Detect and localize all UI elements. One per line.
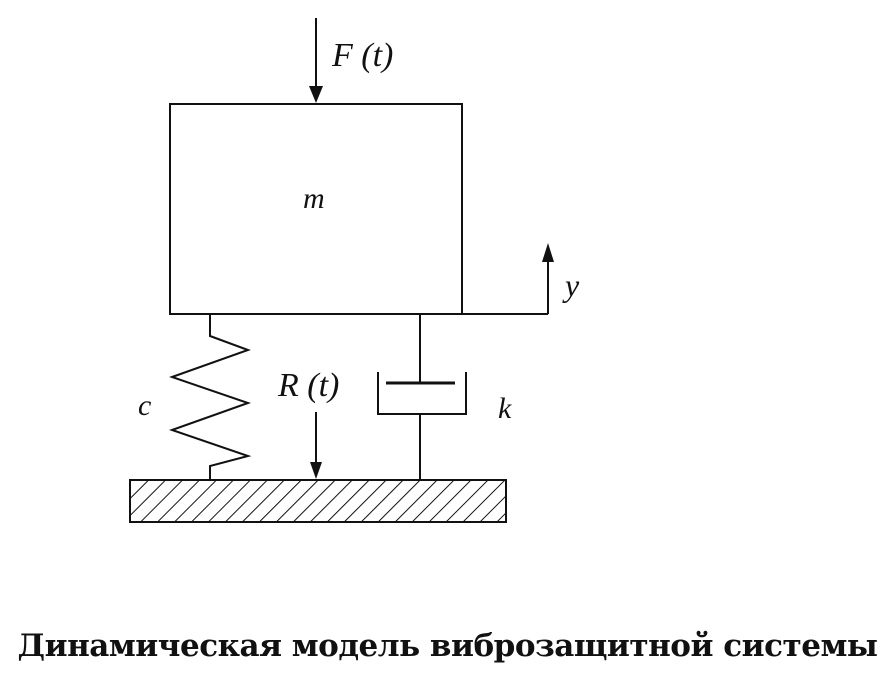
reaction-arrow bbox=[310, 412, 322, 479]
figure-caption: Динамическая модель виброзащитной систем… bbox=[17, 628, 878, 664]
reaction-label: R (t) bbox=[277, 367, 339, 404]
displacement-label: y bbox=[562, 267, 580, 303]
damping-label: k bbox=[498, 392, 512, 425]
mass-label: m bbox=[303, 182, 325, 215]
ground bbox=[129, 479, 507, 523]
spring bbox=[168, 314, 252, 480]
displacement-arrow bbox=[542, 243, 554, 314]
damper bbox=[377, 314, 467, 480]
force-label: F (t) bbox=[331, 37, 393, 74]
force-arrow bbox=[309, 18, 323, 103]
stiffness-label: c bbox=[138, 389, 151, 422]
